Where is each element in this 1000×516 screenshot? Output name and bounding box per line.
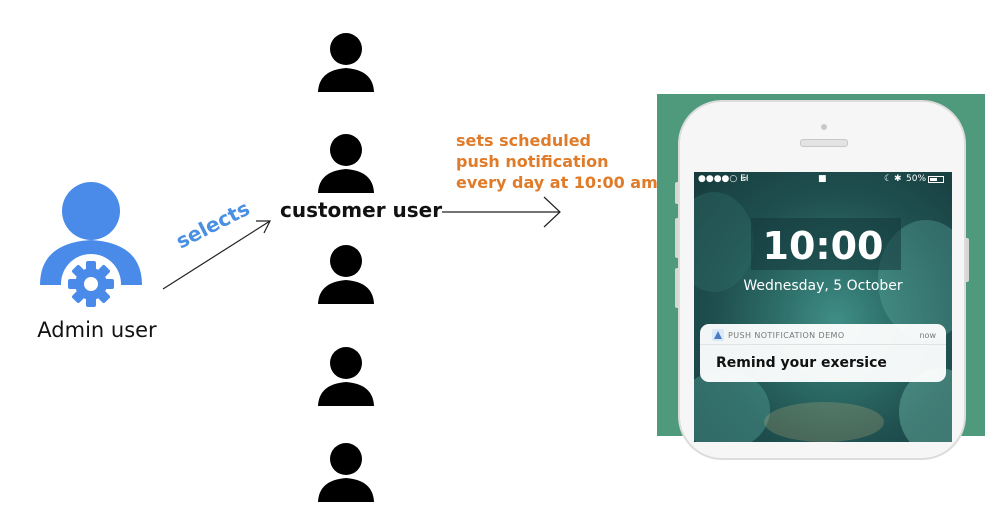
push-notification-card[interactable]: PUSH NOTIFICATION DEMO now Remind your e… [700,324,946,382]
app-icon [712,329,724,341]
phone-lock-screen: ●●●●○ EI ≈ ■ ☾ ✱ 50% 10:00 Wednesday, 5 … [694,172,952,442]
person-icon [318,134,374,193]
wave-wallpaper [694,192,952,442]
person-icon [318,245,374,304]
person-icon [318,443,374,502]
person-icon [318,33,374,92]
carrier-signal: ●●●●○ EI [698,174,749,184]
admin-user-label: Admin user [37,318,157,342]
bluetooth-icon: ✱ [894,174,902,184]
time-highlight-box [751,218,901,270]
moon-icon: ☾ [884,174,893,184]
phone-speaker [800,139,848,147]
notification-app-name: PUSH NOTIFICATION DEMO [728,331,845,340]
battery-icon [928,176,944,183]
schedule-description: sets scheduled push notification every d… [456,130,658,193]
battery-percent: 50% [906,174,927,184]
selects-arrow [162,220,271,290]
schedule-arrow [442,196,561,228]
phone-camera [821,124,827,130]
lock-screen-time: 10:00 [762,224,884,268]
notification-divider [700,344,946,345]
schedule-line: push notification [456,152,609,171]
schedule-line: sets scheduled [456,131,591,150]
customer-user-label: customer user [280,198,443,222]
person-icon [318,347,374,406]
notification-time: now [919,331,936,340]
admin-user-icon [40,182,142,314]
notification-message: Remind your exersice [716,355,887,371]
lock-icon: ■ [818,174,827,184]
schedule-line: every day at 10:00 am [456,173,658,192]
wifi-icon: ≈ [740,174,748,184]
lock-screen-date: Wednesday, 5 October [743,278,903,294]
